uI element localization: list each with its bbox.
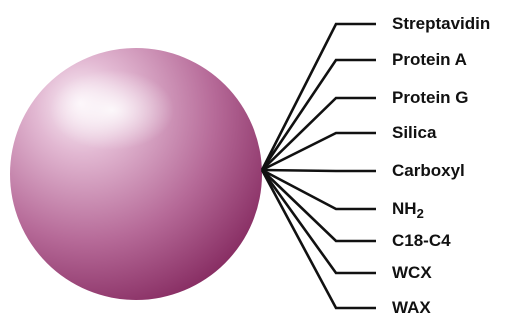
ligand-label: Protein G [392, 88, 469, 108]
ligand-connector [261, 169, 376, 243]
ligand-label-subscript: 2 [416, 206, 424, 221]
ligand-connector [261, 168, 376, 173]
ligand-label: WAX [392, 298, 431, 318]
ligand-connector [260, 22, 376, 171]
ligand-connector [260, 169, 376, 275]
ligand-connector [261, 168, 376, 211]
ligand-label: C18-C4 [392, 231, 451, 251]
ligand-label: Protein A [392, 50, 467, 70]
ligand-label: NH2 [392, 199, 424, 221]
ligand-connector [260, 58, 376, 171]
ligand-label-text: Carboxyl [392, 161, 465, 180]
ligand-label: Carboxyl [392, 161, 465, 181]
ligand-label-text: Protein A [392, 50, 467, 69]
ligand-label: WCX [392, 263, 432, 283]
ligand-label: Streptavidin [392, 14, 490, 34]
ligand-label-text: Silica [392, 123, 437, 142]
ligand-connector [261, 131, 376, 172]
ligand-label-text: NH [392, 199, 417, 218]
ligand-label-text: WCX [392, 263, 432, 282]
ligand-label: Silica [392, 123, 436, 143]
bead-highlight [50, 70, 174, 150]
ligand-connector [260, 169, 376, 310]
ligand-label-text: C18-C4 [392, 231, 451, 250]
ligand-label-text: Streptavidin [392, 14, 491, 33]
ligand-connectors [260, 22, 376, 310]
ligand-label-text: Protein G [392, 88, 469, 107]
ligand-connector [261, 96, 376, 171]
ligand-label-text: WAX [392, 298, 431, 317]
bead [10, 48, 262, 300]
